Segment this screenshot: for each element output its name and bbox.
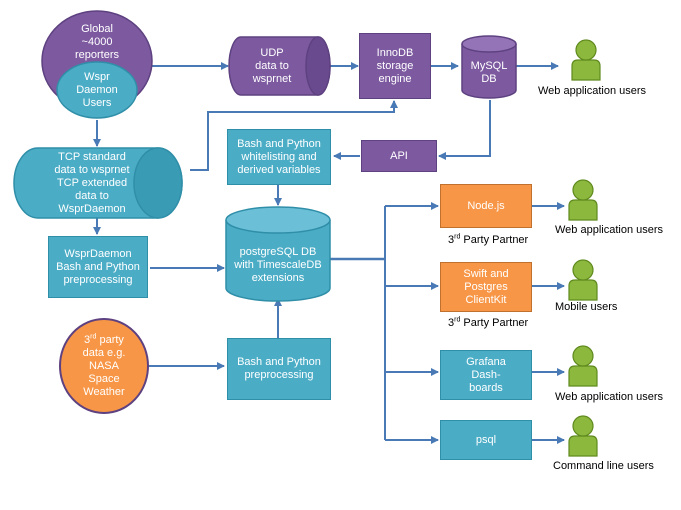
- third-party-sup: rd: [90, 332, 97, 340]
- partner-prefix: 3: [448, 234, 455, 246]
- grafana-label: Grafana Dash- boards: [466, 355, 506, 394]
- user-icon: [568, 259, 598, 301]
- command-line-users-label: Command line users: [553, 460, 654, 472]
- partner-label-swift: 3rd Party Partner: [448, 316, 529, 330]
- swift-label: Swift and Postgres ClientKit: [463, 267, 509, 306]
- api-box: [361, 140, 437, 172]
- postgres-cylinder-shape: [225, 206, 331, 302]
- wsprdaemon-preprocessing-label: WsprDaemon Bash and Python preprocessing: [56, 247, 140, 286]
- arrow-tcp-to-innodb: [190, 100, 398, 171]
- user-icon: [571, 39, 601, 81]
- postgres-label: postgreSQL DB with TimescaleDB extension…: [234, 245, 322, 284]
- user-icon: [568, 179, 598, 221]
- udp-label: UDP data to wsprnet: [252, 46, 292, 85]
- grafana-box: [440, 350, 532, 400]
- wsprdaemon-preprocessing-box: [48, 236, 148, 298]
- psql-box: [440, 420, 532, 460]
- connectors: [93, 62, 565, 444]
- nodejs-box: [440, 184, 532, 228]
- web-users-label-nodejs: Web application users: [555, 224, 664, 236]
- third-party-circle: [59, 318, 149, 414]
- mysql-label: MySQL DB: [470, 60, 508, 85]
- psql-label: psql: [475, 433, 497, 446]
- partner-label-nodejs: 3rd Party Partner: [448, 233, 529, 247]
- mobile-users-label: Mobile users: [555, 301, 618, 313]
- innodb-label: InnoDB storage engine: [376, 46, 414, 85]
- third-party-data-label: 3rd party data e.g. NASA Space Weather: [62, 322, 146, 410]
- tcp-cylinder-shape: [13, 147, 183, 219]
- user-icon: [568, 415, 598, 457]
- partner-sup: rd: [454, 316, 461, 324]
- swift-box: [440, 262, 532, 312]
- third-party-prefix: 3: [84, 333, 91, 346]
- partner-sup: rd: [454, 233, 461, 241]
- user-icon: [568, 345, 598, 387]
- user-icons: [568, 39, 601, 457]
- wspr-daemon-users-label: Wspr Daemon Users: [76, 70, 118, 109]
- api-label: API: [390, 149, 408, 162]
- wspr-daemon-users-circle: [56, 61, 138, 119]
- bash-preprocessing-box: [227, 338, 331, 400]
- web-users-label-top: Web application users: [538, 85, 647, 97]
- bash-preprocessing-label: Bash and Python preprocessing: [237, 356, 321, 381]
- partner-rest: Party Partner: [460, 234, 529, 246]
- tcp-label: TCP standard data to wsprnet TCP extende…: [54, 150, 130, 215]
- third-party-rest: party data e.g. NASA Space Weather: [82, 333, 126, 398]
- reporters-label: Global ~4000 reporters: [74, 22, 120, 61]
- innodb-box: [359, 33, 431, 99]
- web-users-label-grafana: Web application users: [555, 391, 664, 403]
- partner-rest: Party Partner: [460, 317, 529, 329]
- whitelisting-box: [227, 129, 331, 185]
- mysql-cylinder-shape: [461, 35, 517, 99]
- nodejs-label: Node.js: [467, 199, 505, 212]
- whitelisting-label: Bash and Python whitelisting and derived…: [237, 137, 321, 176]
- arrow-mysql-to-api: [438, 100, 491, 160]
- udp-cylinder-shape: [228, 36, 331, 96]
- partner-prefix: 3: [448, 317, 455, 329]
